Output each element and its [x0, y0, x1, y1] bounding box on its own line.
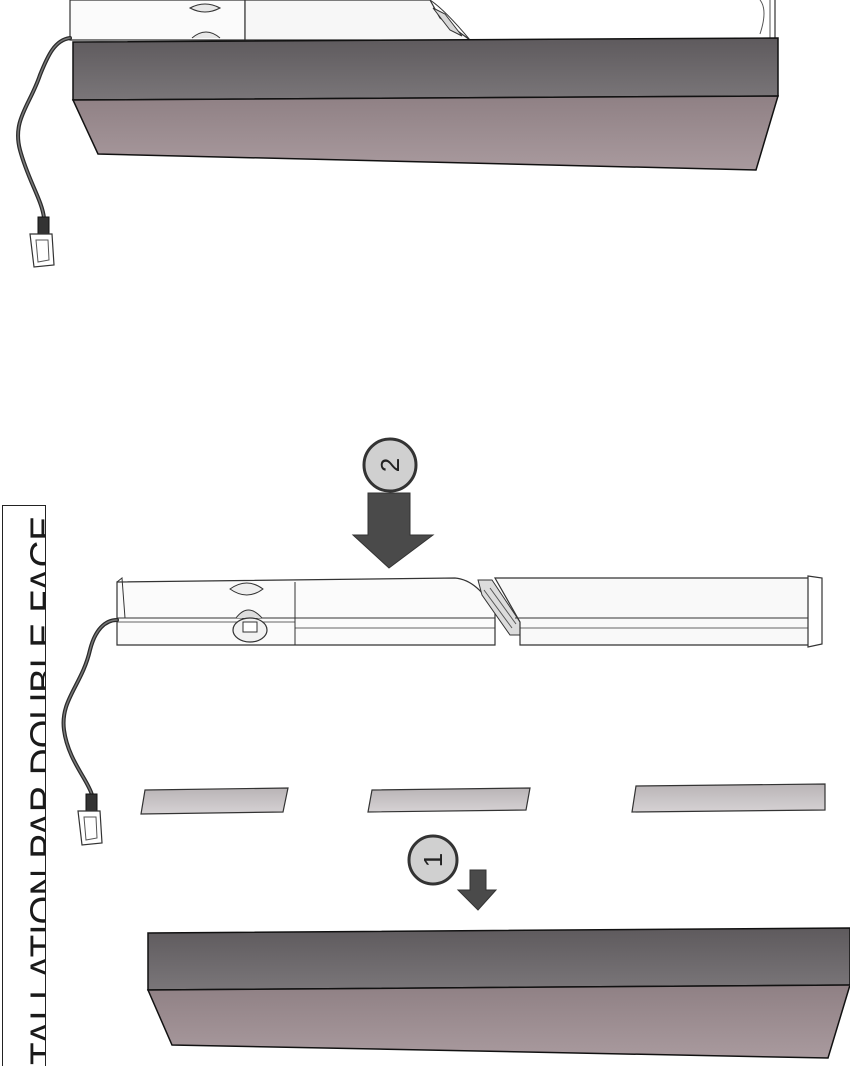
step-2-badge: [362, 437, 418, 493]
step-1-marker: 1: [407, 834, 498, 911]
step-1-badge: [407, 834, 459, 886]
light-bar: [116, 575, 823, 648]
adhesive-tape-strips: [140, 783, 826, 815]
light-bar-installed: [69, 0, 776, 41]
diagram-title: TALLATION PAR DOUBLE FACE: [23, 516, 46, 1065]
title-frame: TALLATION PAR DOUBLE FACE: [2, 505, 46, 1066]
shelf-front-face: [146, 984, 850, 1059]
tape-strip: [631, 783, 826, 813]
step-2-marker: 2: [351, 437, 435, 569]
shelf-top: [71, 37, 780, 171]
step-1-number: 1: [418, 853, 448, 867]
power-cable-installed: [16, 36, 72, 268]
down-arrow-step-1: [456, 869, 498, 911]
shelf-top-surface: [147, 927, 850, 991]
cable-plug: [77, 810, 103, 846]
tape-strip: [367, 787, 531, 813]
down-arrow-step-2: [351, 492, 435, 569]
step-2-number: 2: [375, 458, 405, 472]
tape-strip: [140, 787, 289, 815]
power-cable: [61, 618, 119, 846]
end-cap: [807, 575, 823, 648]
shelf: [146, 927, 850, 1059]
installed-assembly: [16, 0, 780, 268]
